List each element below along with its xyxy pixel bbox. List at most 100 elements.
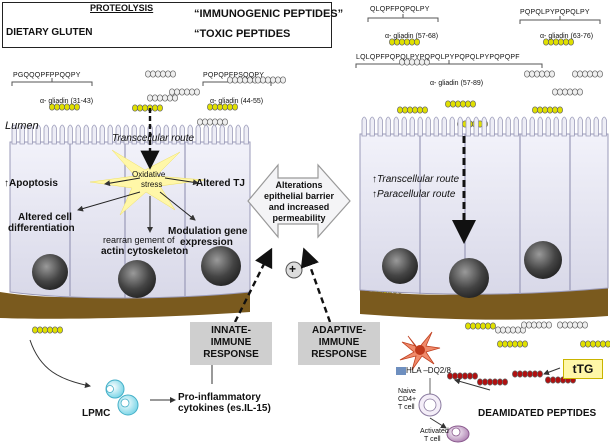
toxic-peptide-chain (580, 340, 610, 348)
microvillus (59, 124, 65, 145)
actin-label: actin cytoskeleton (101, 246, 189, 257)
immunogenic-peptide-chain (521, 321, 552, 329)
transcellular-label-right: ↑Transcellular route (372, 174, 460, 185)
peptide-seq: PGQQQPFPPQQPY (13, 72, 81, 79)
microvillus (227, 124, 233, 145)
microvillus (115, 124, 121, 145)
microvillus (425, 116, 431, 137)
innate-response-box: INNATE- IMMUNE RESPONSE (190, 322, 272, 365)
microvillus (171, 124, 177, 145)
peptide-name: α- gliadin (57-89) (430, 80, 484, 87)
nucleus (382, 248, 418, 284)
peptide-name: α- gliadin (57-68) (385, 33, 439, 40)
microvillus (569, 116, 575, 137)
peptide-seq: PQPQPFPSQQPY (203, 72, 265, 79)
microvillus (513, 116, 519, 137)
right-basal-membrane (360, 286, 608, 320)
microvillus (409, 116, 415, 137)
microvillus (27, 124, 33, 145)
adaptive-line: RESPONSE (311, 349, 367, 360)
gene-expression-label: expression (180, 237, 233, 248)
microvillus (187, 124, 193, 145)
nucleus (118, 260, 156, 298)
activated-t-cell (429, 417, 470, 443)
peptide-brackets (11, 14, 601, 86)
lpmc-label: LPMC (82, 408, 111, 419)
immunogenic-peptide-chain (147, 94, 178, 102)
immunogenic-peptide-chain (145, 70, 176, 78)
microvillus (139, 124, 145, 145)
microvillus (417, 116, 423, 137)
microvillus (35, 124, 41, 145)
microvillus (481, 116, 487, 137)
microvillus (195, 124, 201, 145)
altered-cell-label: Altered cell (18, 212, 72, 223)
modulation-label: Modulation gene (168, 226, 248, 237)
microvillus (75, 124, 81, 145)
toxic-peptide-chain (32, 326, 63, 334)
microvillus (219, 124, 225, 145)
adaptive-line: IMMUNE (318, 337, 360, 348)
peptide-seq: LQLQPFPQPQLPYPQPQLPYPQPQLPYPQPQPF (356, 54, 520, 61)
legend-immunogenic-peptides: “IMMUNOGENIC PEPTIDES” (194, 8, 344, 20)
peptide-name: α- gliadin (63-76) (540, 33, 594, 40)
immunogenic-peptide-chain (552, 88, 583, 96)
right-epithelium (359, 116, 609, 320)
peptide-name: α- gliadin (44-55) (210, 98, 264, 105)
microvillus (537, 116, 543, 137)
peptide-name: α- gliadin (31-43) (40, 98, 94, 105)
nucleus (449, 258, 489, 298)
microvillus (163, 124, 169, 145)
immunogenic-peptide-chain (495, 326, 526, 334)
microvillus (473, 116, 479, 137)
toxic-peptide-chain (397, 106, 428, 114)
adaptive-line: ADAPTIVE- (312, 325, 366, 336)
microvillus (585, 116, 591, 137)
activated-label: Activated (420, 428, 449, 435)
oxidative-label: Oxidative (132, 170, 166, 179)
microvillus (107, 124, 113, 145)
microvillus (91, 124, 97, 145)
innate-line: RESPONSE (203, 349, 259, 360)
innate-line: IMMUNE (210, 337, 252, 348)
altered-tj-label: Altered TJ (196, 178, 245, 189)
peptide-seq: QLQPFPQPQLPY (370, 6, 430, 13)
microvillus (211, 124, 217, 145)
microvillus (385, 116, 391, 137)
microvillus (83, 124, 89, 145)
microvillus (577, 116, 583, 137)
toxic-peptide-chain (49, 103, 80, 111)
naive-label: Naive (398, 388, 416, 395)
microvillus (521, 116, 527, 137)
lumen-label: Lumen (5, 120, 39, 132)
toxic-peptide-chain (543, 38, 574, 46)
immunogenic-peptide-chain (255, 76, 286, 84)
microvillus (131, 124, 137, 145)
immunogenic-peptide-chain (524, 70, 555, 78)
cytokines-label: cytokines (es.IL-15) (178, 403, 271, 414)
microvillus (433, 116, 439, 137)
immunogenic-peptide-chain (399, 58, 430, 66)
center-line: and increased (268, 202, 330, 212)
deamidated-peptide-chain (512, 370, 543, 378)
immunogenic-peptide-chain (557, 321, 588, 329)
toxic-peptide-chain (465, 322, 496, 330)
nucleus (524, 241, 562, 279)
microvillus (43, 124, 49, 145)
legend-dietary-gluten: DIETARY GLUTEN (6, 27, 93, 38)
microvillus (155, 124, 161, 145)
immunogenic-peptide-chain (169, 88, 200, 96)
microvillus (179, 124, 185, 145)
immunogenic-peptide-chain (227, 76, 258, 84)
microvillus (449, 116, 455, 137)
microvillus (593, 116, 599, 137)
nucleus (201, 246, 241, 286)
microvillus (465, 116, 471, 137)
microvillus (553, 116, 559, 137)
deamidated-peptide-chain (477, 378, 508, 386)
microvillus (401, 116, 407, 137)
toxic-peptide-chain (132, 104, 163, 112)
cd4-label: CD4+ (398, 396, 417, 403)
center-line: epithelial barrier (263, 191, 335, 201)
legend-box (2, 2, 332, 48)
